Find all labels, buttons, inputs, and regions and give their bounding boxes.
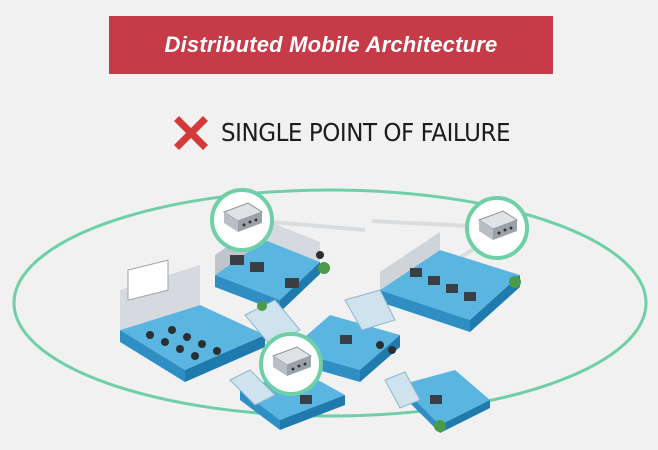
office-furniture	[146, 251, 521, 432]
title-text: Distributed Mobile Architecture	[164, 32, 498, 57]
server-node-icon	[271, 346, 313, 376]
x-mark-icon	[174, 116, 208, 150]
server-node-2	[465, 196, 529, 260]
server-node-icon	[477, 210, 519, 240]
network-ring	[12, 188, 648, 418]
failure-label-row: SINGLE POINT OF FAILURE	[171, 112, 535, 152]
server-node-3	[259, 332, 323, 396]
server-node-icon	[222, 202, 264, 232]
failure-label: SINGLE POINT OF FAILURE	[221, 117, 511, 147]
title-banner: Distributed Mobile Architecture	[109, 16, 553, 74]
server-node-1	[210, 188, 274, 252]
office-floor-left	[120, 305, 265, 370]
